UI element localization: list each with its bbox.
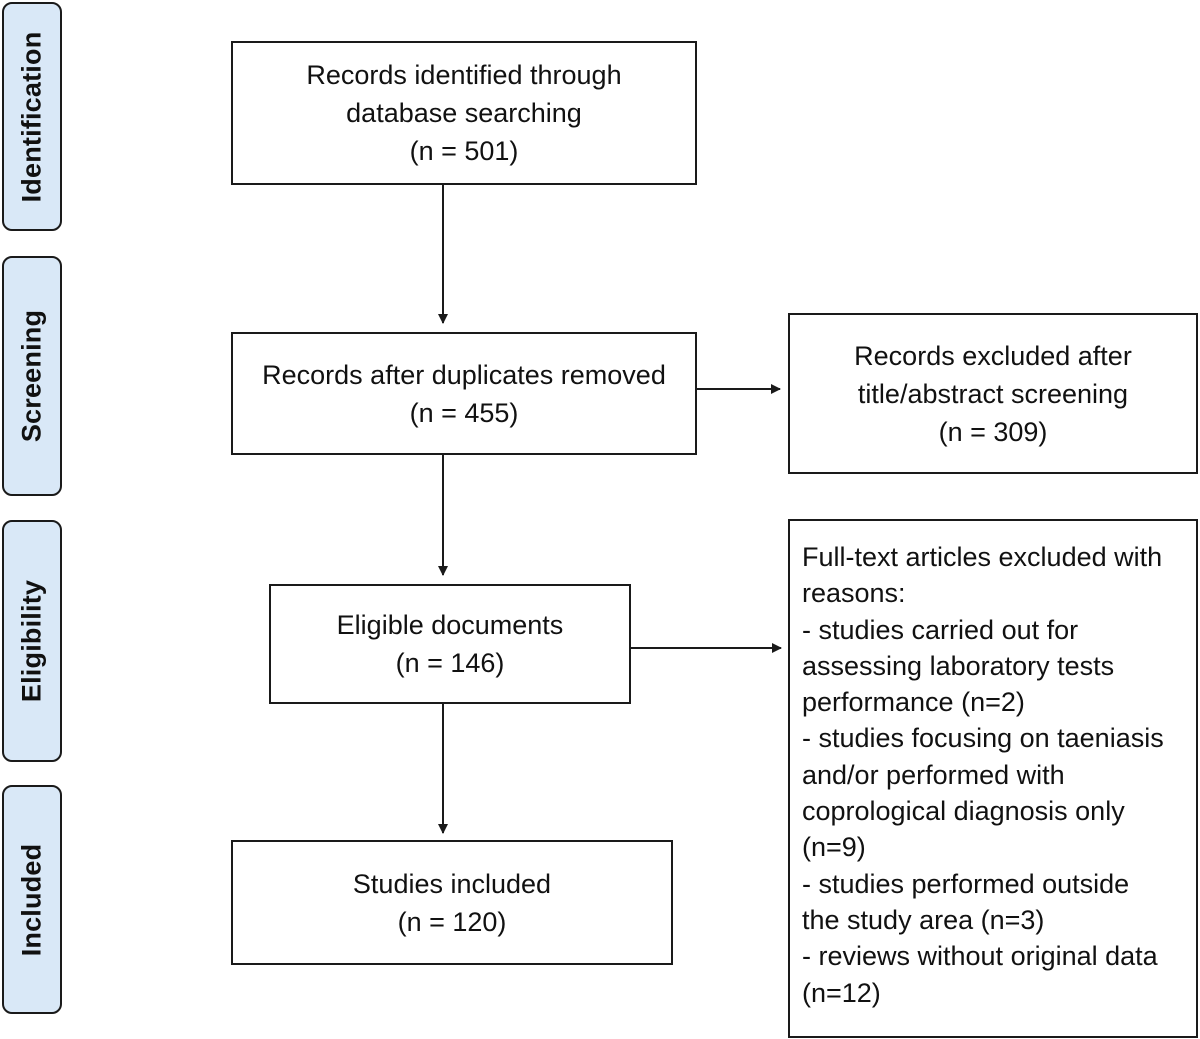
records-after-duplicates-line-1: Records after duplicates removed [262, 359, 666, 390]
eligible-documents-line-1: Eligible documents [336, 610, 564, 640]
studies-included-count: (n = 120) [397, 906, 507, 937]
fulltext-excluded-line-7: and/or performed with [802, 759, 1065, 790]
records-after-duplicates-box: Records after duplicates removed (n = 45… [231, 332, 697, 455]
fulltext-excluded-line-9: (n=9) [802, 832, 866, 863]
fulltext-excluded-line-12: - reviews without original data [802, 941, 1158, 972]
studies-included-line-1: Studies included [352, 868, 552, 899]
records-identified-line-1: Records identified through [306, 60, 622, 90]
records-identified-count: (n = 501) [409, 136, 519, 166]
phase-identification: Identification [2, 2, 62, 231]
fulltext-excluded-box: Full-text articles excluded with reasons… [788, 519, 1198, 1038]
fulltext-excluded-line-4: assessing laboratory tests [802, 650, 1115, 681]
studies-included-box: Studies included (n = 120) [231, 840, 673, 965]
records-identified-line-2: database searching [346, 98, 582, 128]
fulltext-excluded-line-8: coprological diagnosis only [802, 796, 1125, 827]
fulltext-excluded-line-11: the study area (n=3) [802, 904, 1045, 935]
fulltext-excluded-line-1: Full-text articles excluded with [802, 542, 1163, 572]
phase-included: Included [2, 785, 62, 1014]
fulltext-excluded-line-10: - studies performed outside [802, 868, 1130, 899]
phase-screening: Screening [2, 256, 62, 496]
fulltext-excluded-line-13: (n=12) [802, 977, 881, 1008]
records-excluded-count: (n = 309) [938, 416, 1048, 447]
eligible-documents-count: (n = 146) [395, 648, 505, 678]
phase-eligibility: Eligibility [2, 520, 62, 762]
records-excluded-line-1: Records excluded after [854, 340, 1132, 371]
records-after-duplicates-count: (n = 455) [409, 397, 519, 428]
fulltext-excluded-line-3: - studies carried out for [802, 614, 1079, 645]
records-excluded-line-2: title/abstract screening [857, 378, 1129, 409]
fulltext-excluded-line-2: reasons: [802, 578, 906, 609]
fulltext-excluded-line-6: - studies focusing on taeniasis [802, 723, 1164, 754]
records-identified-box: Records identified through database sear… [231, 41, 697, 185]
eligible-documents-box: Eligible documents (n = 146) [269, 584, 631, 704]
records-excluded-screening-box: Records excluded after title/abstract sc… [788, 313, 1198, 474]
fulltext-excluded-line-5: performance (n=2) [802, 687, 1025, 718]
